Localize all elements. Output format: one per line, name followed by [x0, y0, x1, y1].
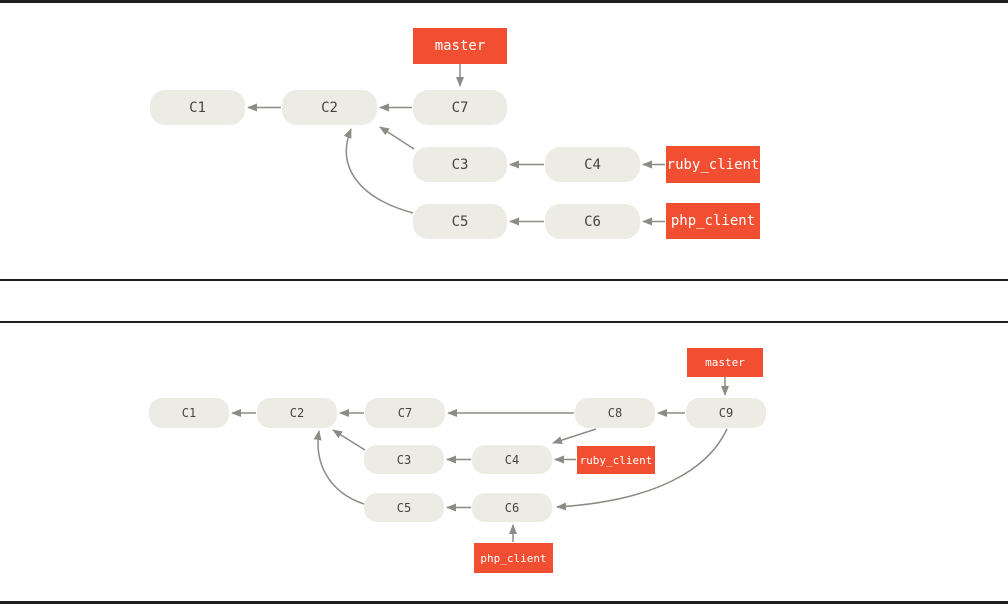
fig2-branch-label-master: master [687, 348, 763, 377]
fig1-commit-node-c2: C2 [282, 90, 377, 125]
separator-rule-top [0, 0, 1008, 3]
separator-rule-middle-2 [0, 321, 1008, 323]
fig1-arrow-c3-c2 [379, 126, 415, 150]
fig2-commit-node-c8: C8 [575, 398, 655, 428]
fig1-commit-node-c1: C1 [150, 90, 245, 125]
fig1-commit-node-c4: C4 [545, 147, 640, 182]
fig1-commit-node-c5: C5 [413, 204, 507, 239]
fig2-arrow-c9-c6 [556, 428, 728, 511]
fig2-branch-label-php-client: php_client [474, 543, 553, 573]
fig1-branch-label-master: master [413, 28, 507, 64]
fig2-commit-node-c1: C1 [149, 398, 229, 428]
fig1-branch-label-ruby-client: ruby_client [666, 146, 760, 183]
fig2-commit-node-c6: C6 [472, 493, 552, 522]
fig1-commit-node-c3: C3 [413, 147, 507, 182]
fig2-arrow-c5-c2 [313, 430, 365, 505]
fig1-arrow-c5-c2 [343, 128, 414, 214]
fig2-commit-node-c5: C5 [364, 493, 444, 522]
fig2-commit-node-c7: C7 [365, 398, 445, 428]
fig2-commit-node-c3: C3 [364, 445, 444, 474]
fig1-commit-node-c7: C7 [413, 90, 507, 125]
fig2-commit-node-c4: C4 [472, 445, 552, 474]
fig2-commit-node-c2: C2 [257, 398, 337, 428]
fig2-arrow-c8-c4 [552, 428, 597, 445]
fig1-branch-label-php-client: php_client [666, 203, 760, 239]
fig2-branch-label-ruby-client: ruby_client [577, 446, 655, 474]
separator-rule-bottom [0, 601, 1008, 604]
fig1-commit-node-c6: C6 [545, 204, 640, 239]
fig2-commit-node-c9: C9 [686, 398, 766, 428]
separator-rule-middle-1 [0, 279, 1008, 281]
fig2-arrow-c3-c2 [332, 429, 366, 451]
